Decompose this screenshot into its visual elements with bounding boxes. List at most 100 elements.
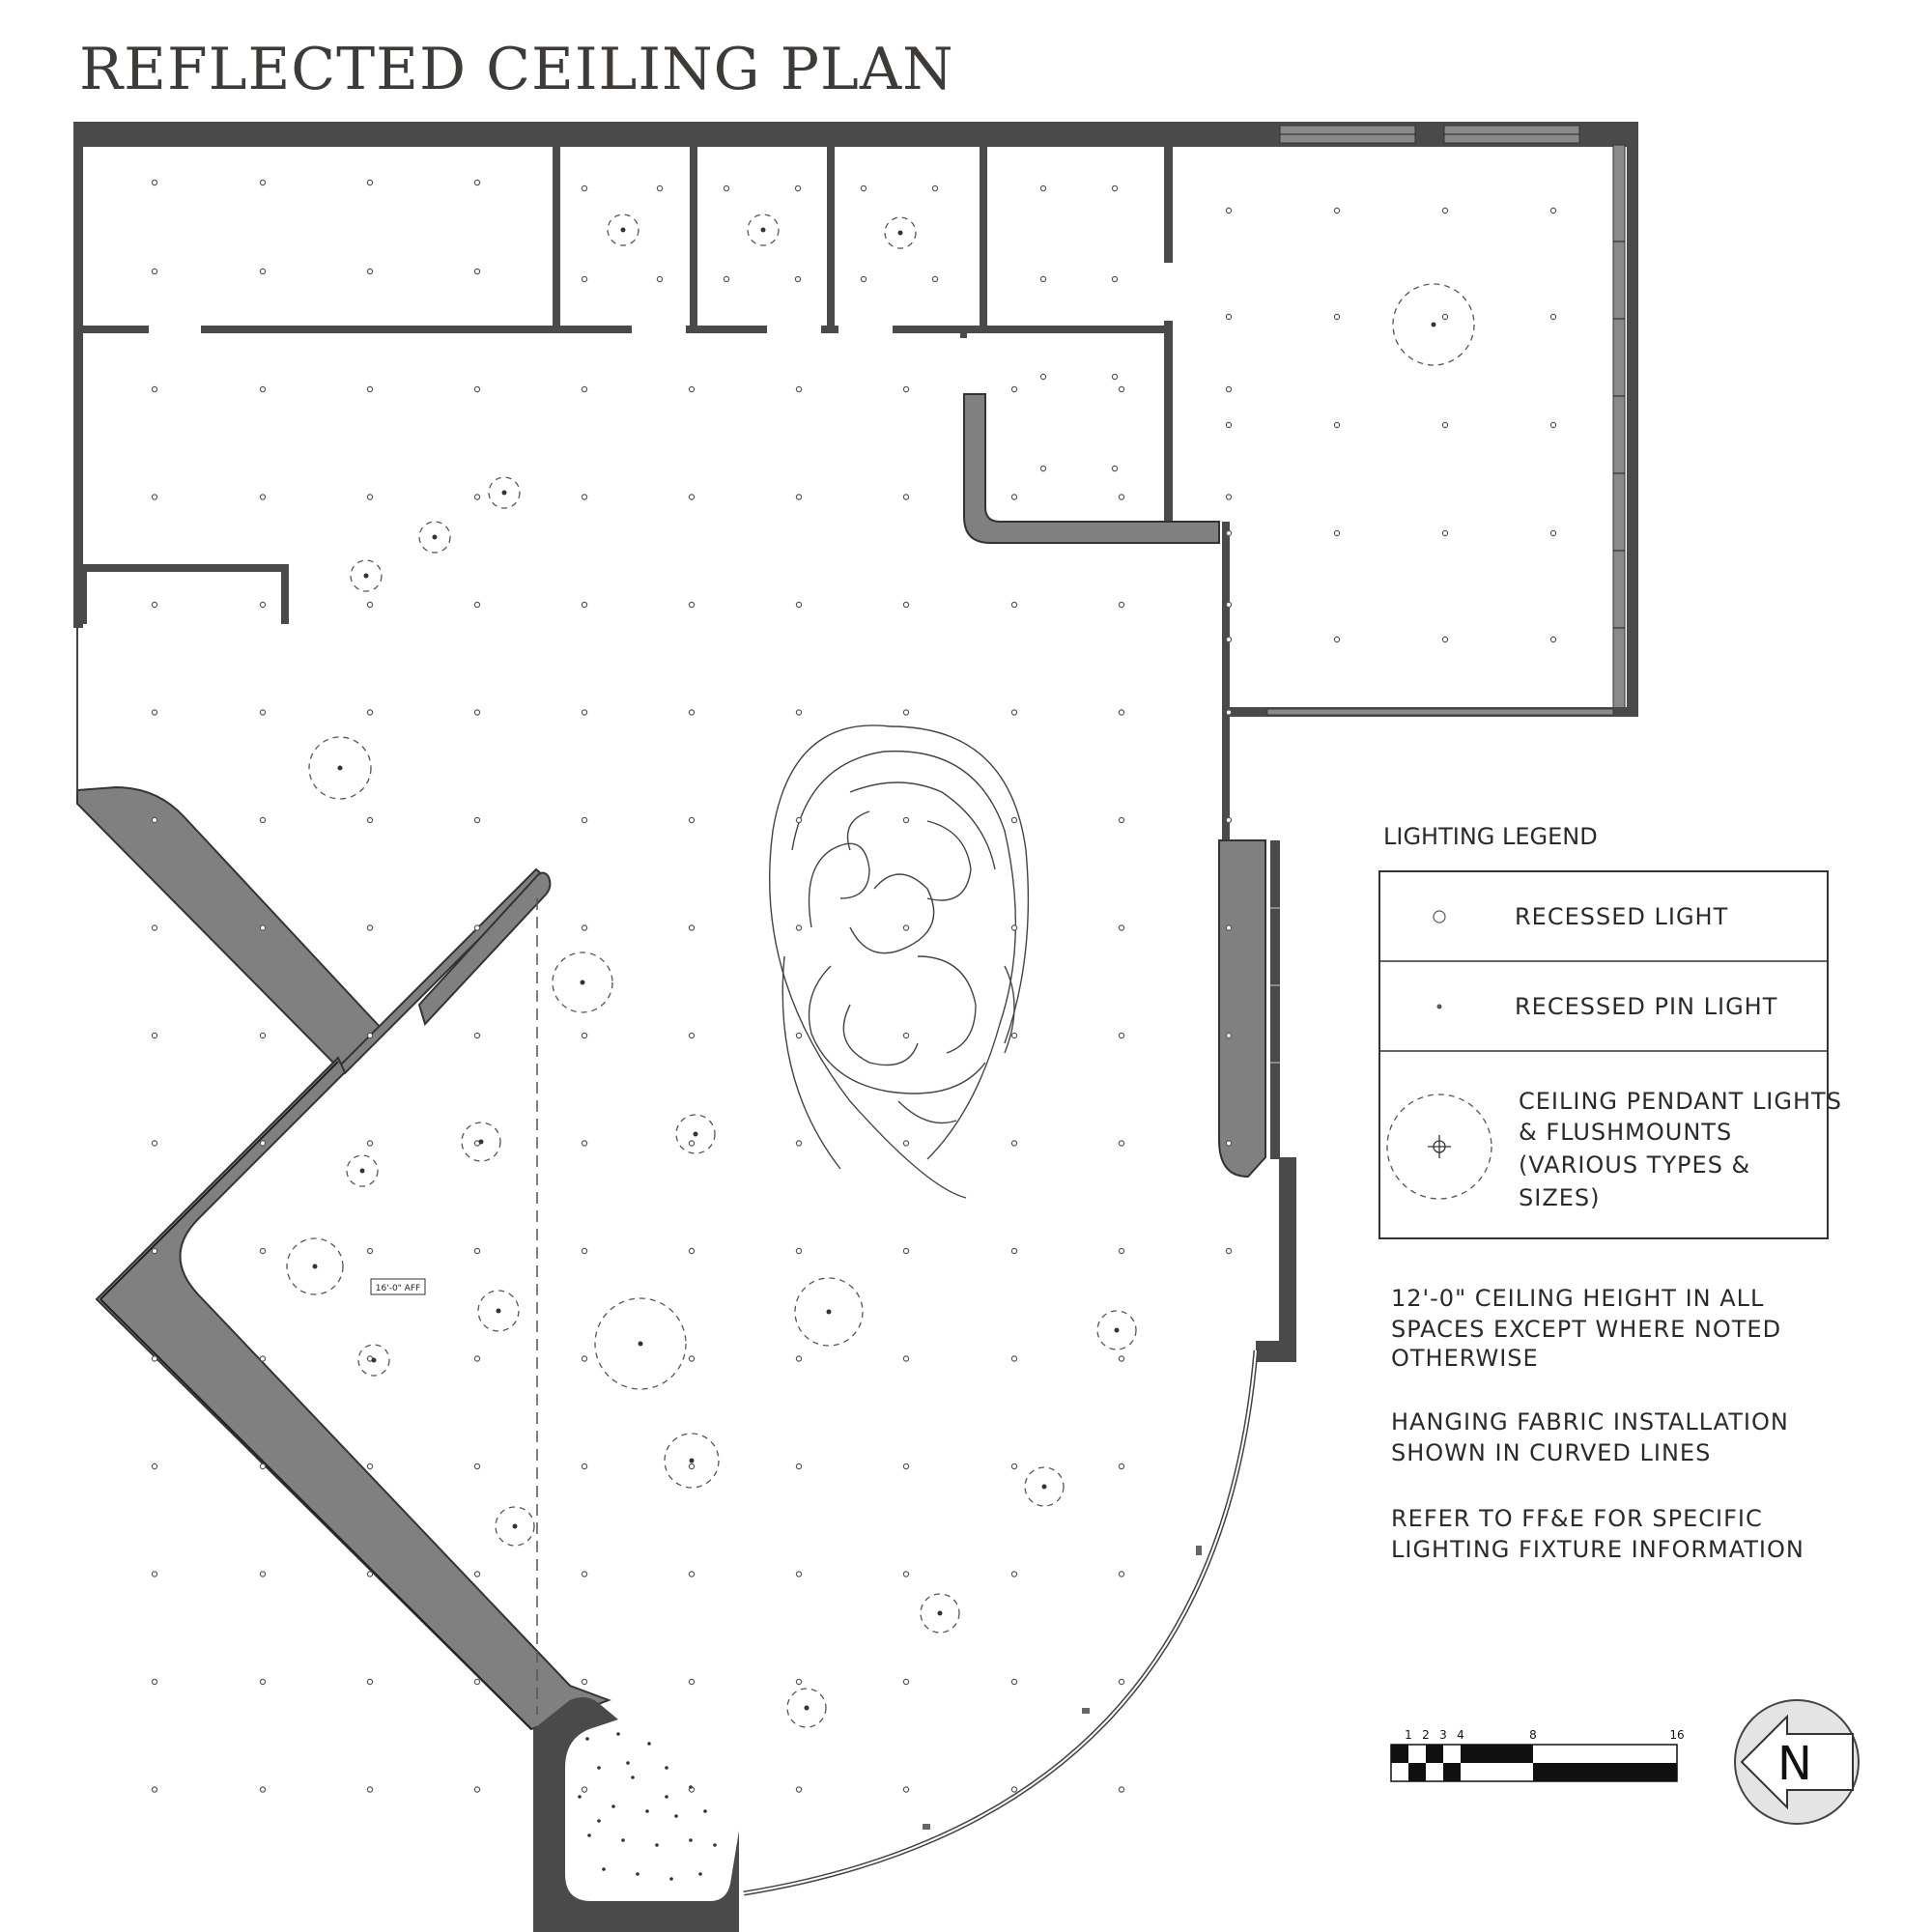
north-label: N <box>1777 1737 1812 1791</box>
recessed-light <box>795 494 803 500</box>
recessed-light <box>1118 709 1125 716</box>
recessed-light <box>259 179 267 186</box>
pendant-light <box>418 521 451 554</box>
recessed-light <box>1118 924 1125 931</box>
pendant-light <box>552 952 613 1013</box>
hanging-fabric-installation <box>768 724 1030 1199</box>
recessed-light <box>366 1571 374 1577</box>
recessed-light <box>1010 1571 1018 1577</box>
recessed-light <box>581 1247 588 1255</box>
recessed-light <box>259 924 267 931</box>
recessed-light <box>902 1571 910 1577</box>
scale-bar: 1 2 3 4 8 16 <box>1390 1728 1685 1782</box>
recessed-light <box>151 179 158 186</box>
recessed-light <box>581 1678 588 1686</box>
recessed-light <box>1225 924 1233 931</box>
recessed-light <box>581 494 588 500</box>
recessed-light <box>1441 636 1449 643</box>
scale-label-3: 3 <box>1439 1728 1447 1742</box>
recessed-light <box>931 185 939 192</box>
recessed-light <box>688 385 696 393</box>
pendant-light <box>286 1237 344 1295</box>
pendant-light <box>477 1290 520 1332</box>
recessed-light <box>581 1786 588 1793</box>
recessed-light <box>1118 1463 1125 1470</box>
pendant-light <box>594 1297 687 1390</box>
recessed-light <box>581 1140 588 1147</box>
recessed-light <box>259 268 267 275</box>
general-notes: 12'-0" CEILING HEIGHT IN ALL SPACES EXCE… <box>1391 1285 1804 1563</box>
recessed-light <box>366 385 374 393</box>
recessed-light <box>151 924 158 931</box>
recessed-light <box>259 1032 267 1039</box>
recessed-pin-light-icon <box>1436 1004 1442 1009</box>
recessed-light <box>259 494 267 500</box>
recessed-light <box>151 1571 158 1577</box>
vestibule-dot <box>669 1877 673 1881</box>
recessed-light <box>794 275 802 283</box>
recessed-light <box>1010 1032 1018 1039</box>
recessed-light <box>902 1786 910 1793</box>
pendant-light <box>495 1506 535 1547</box>
recessed-light <box>1333 313 1341 321</box>
recessed-light <box>688 1140 696 1147</box>
recessed-light <box>473 385 481 393</box>
vestibule-dot <box>587 1833 591 1837</box>
recessed-light <box>151 268 158 275</box>
vestibule-dot <box>597 1766 601 1770</box>
recessed-light <box>366 816 374 824</box>
recessed-light <box>902 385 910 393</box>
recessed-light <box>259 1140 267 1147</box>
recessed-light <box>1118 1571 1125 1577</box>
recessed-light <box>581 816 588 824</box>
recessed-light <box>151 1678 158 1686</box>
pendant-light <box>488 476 521 509</box>
pendant-light <box>1096 1310 1137 1350</box>
recessed-light <box>366 924 374 931</box>
recessed-light <box>795 816 803 824</box>
recessed-light <box>688 924 696 931</box>
recessed-light <box>366 494 374 500</box>
recessed-light <box>1225 421 1233 429</box>
recessed-light <box>1225 816 1233 824</box>
recessed-light <box>1333 529 1341 537</box>
pendant-light <box>607 213 639 246</box>
recessed-light <box>795 1786 803 1793</box>
vestibule-dot <box>636 1872 639 1876</box>
recessed-light <box>366 1678 374 1686</box>
recessed-light <box>1333 636 1341 643</box>
recessed-light <box>902 816 910 824</box>
recessed-light <box>795 709 803 716</box>
recessed-light <box>473 1032 481 1039</box>
recessed-light <box>1225 1140 1233 1147</box>
legend-heading: LIGHTING LEGEND <box>1383 823 1598 850</box>
recessed-light <box>1225 385 1233 393</box>
recessed-light <box>1441 421 1449 429</box>
recessed-light <box>151 1786 158 1793</box>
recessed-light <box>794 185 802 192</box>
north-arrow-icon <box>1740 1714 1854 1810</box>
north-arrow: N <box>1734 1699 1860 1825</box>
pendant-light <box>346 1154 379 1187</box>
recessed-light <box>473 709 481 716</box>
floor-plan-walls <box>73 122 1638 1932</box>
recessed-light <box>473 1355 481 1362</box>
recessed-light <box>1039 185 1047 192</box>
recessed-light <box>1441 313 1449 321</box>
vestibule-dot <box>674 1814 678 1818</box>
page-title: REFLECTED CEILING PLAN <box>79 36 954 103</box>
note-2-line-2: SHOWN IN CURVED LINES <box>1391 1439 1711 1466</box>
recessed-light <box>151 1140 158 1147</box>
pendant-light <box>1392 283 1475 366</box>
recessed-light <box>473 268 481 275</box>
recessed-light <box>860 275 867 283</box>
vestibule-dot <box>616 1732 620 1736</box>
vestibule-dot <box>689 1838 693 1842</box>
pendant-light <box>664 1433 720 1489</box>
vestibule-dot <box>597 1819 601 1823</box>
note-1-line-1: 12'-0" CEILING HEIGHT IN ALL <box>1391 1285 1764 1312</box>
recessed-light <box>473 1463 481 1470</box>
recessed-light <box>1441 207 1449 214</box>
recessed-light <box>1441 529 1449 537</box>
